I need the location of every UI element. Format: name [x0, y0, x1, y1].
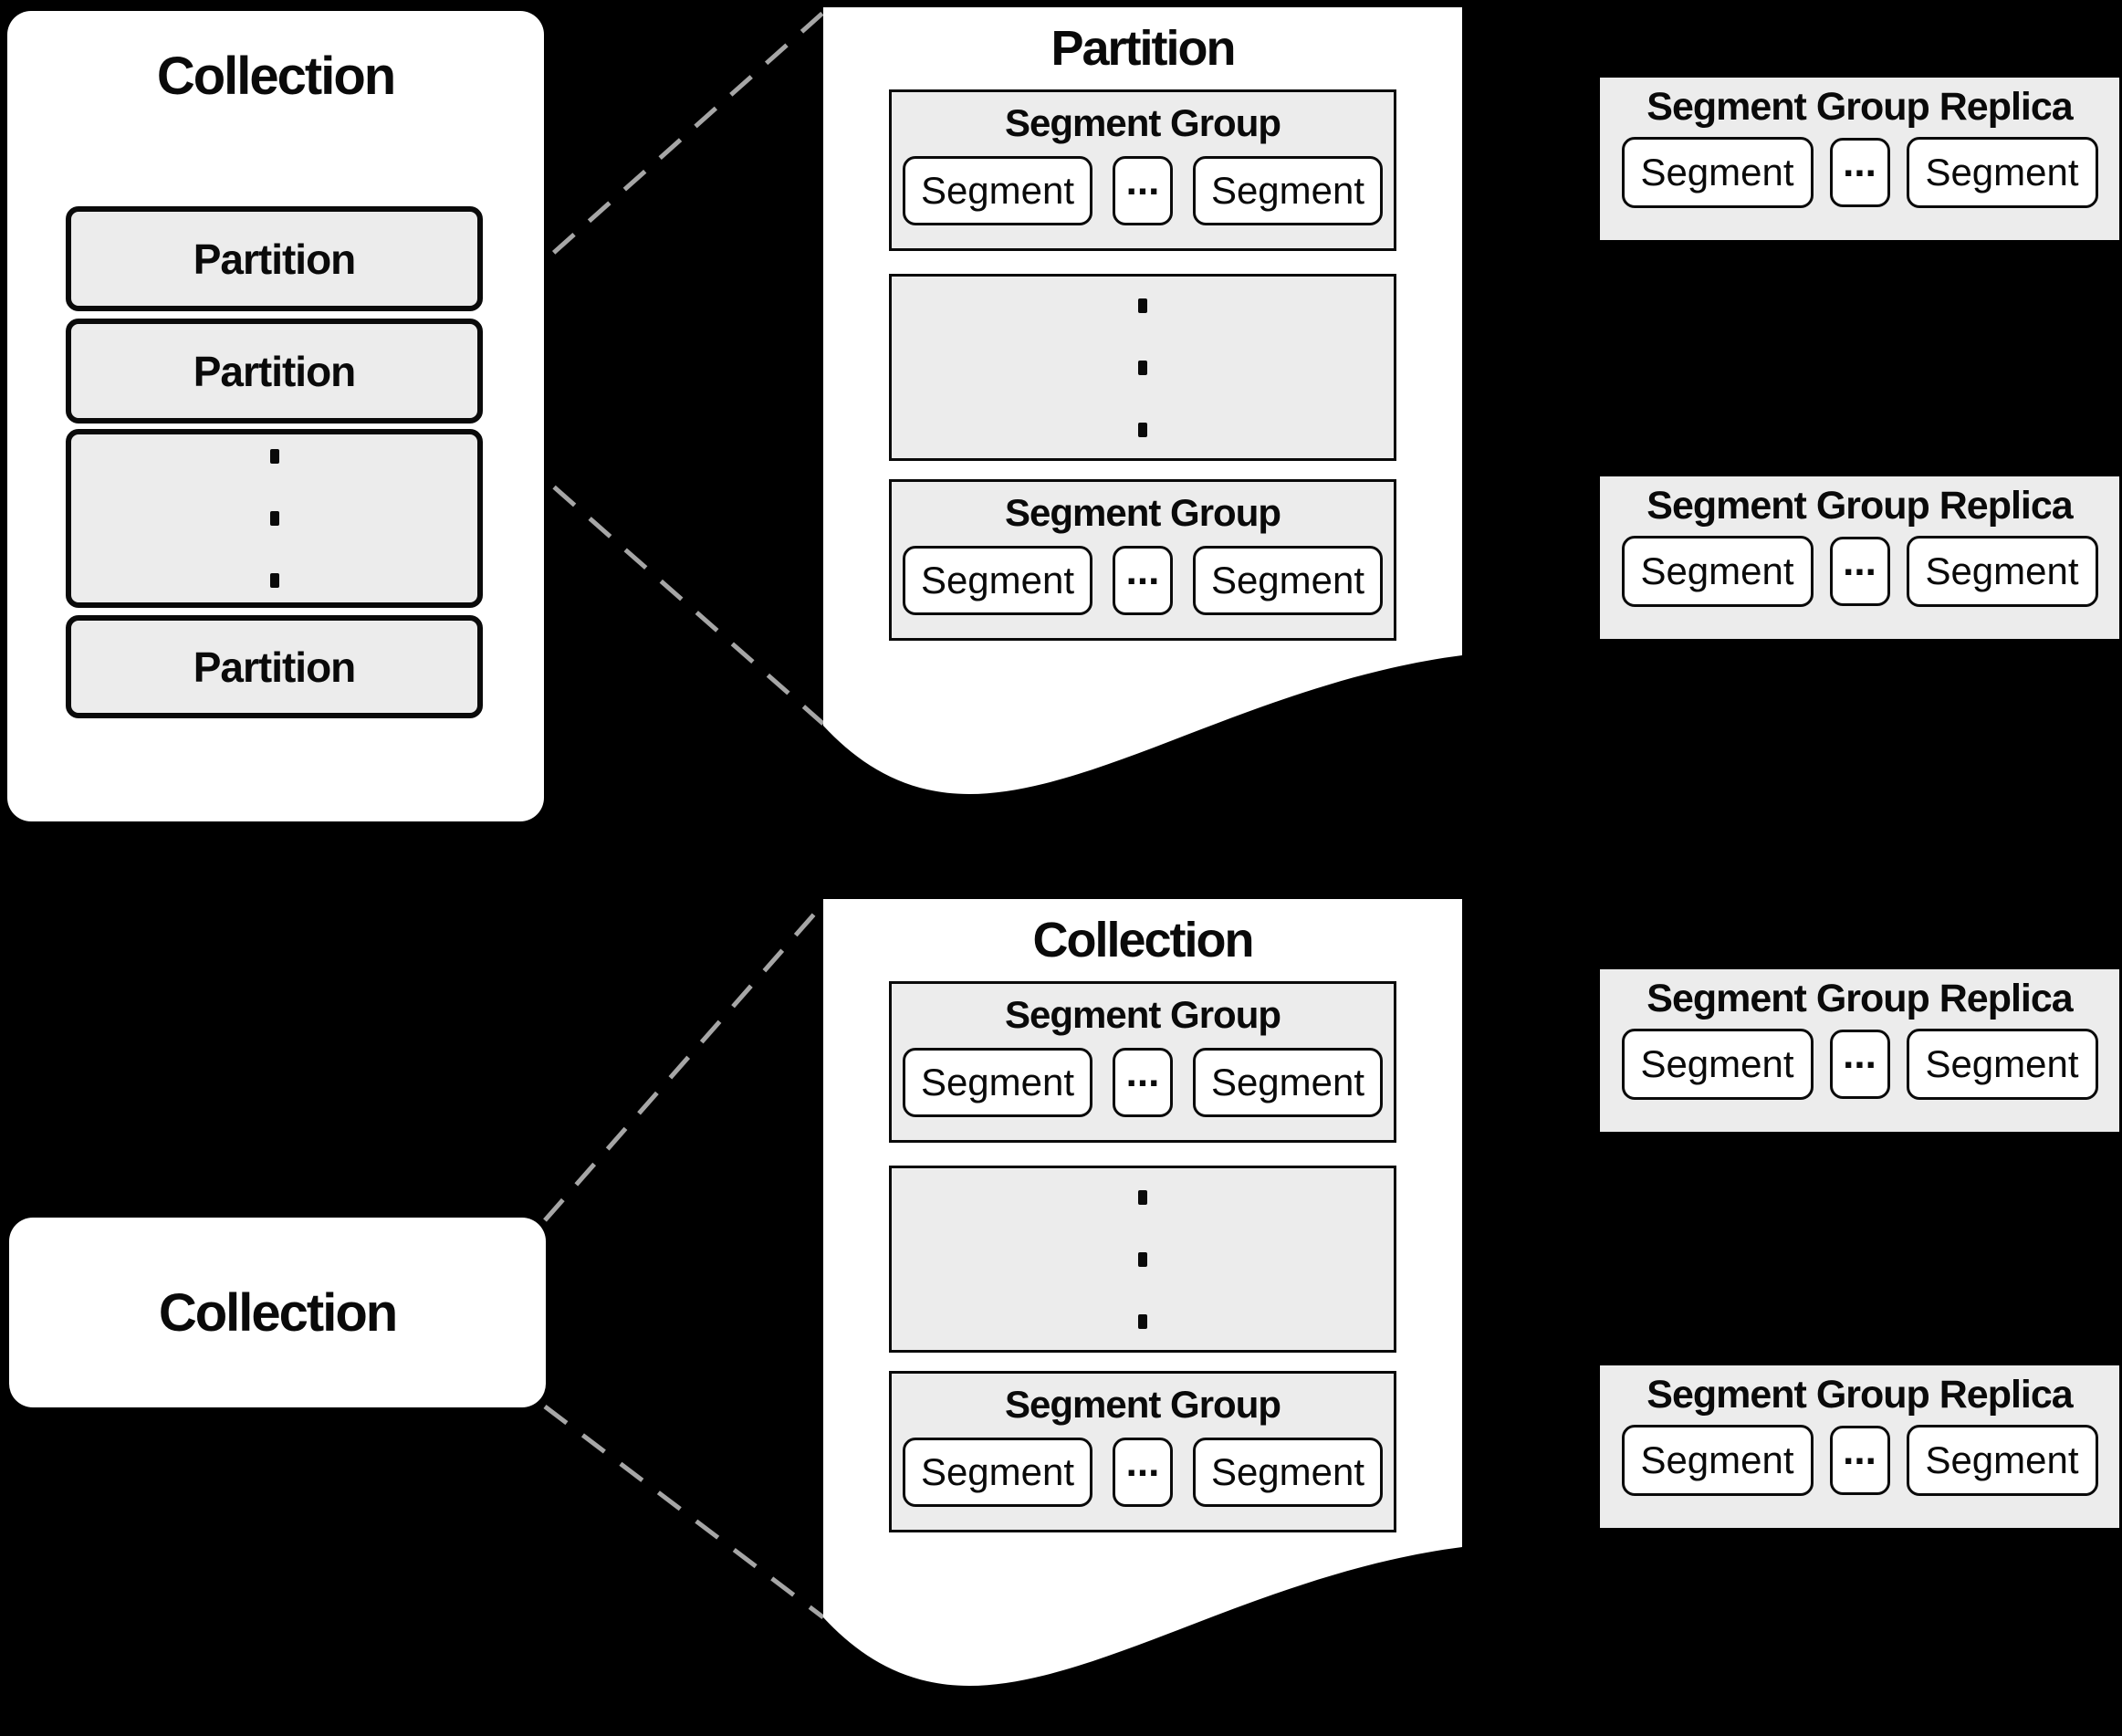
- dashed-connector-bottom-upper: [543, 900, 827, 1222]
- segment-box: Segment: [903, 1048, 1092, 1117]
- segment-box: Segment: [1906, 1029, 2098, 1100]
- segment-box: Segment: [903, 1438, 1092, 1507]
- vertical-ellipsis-icon: [892, 277, 1394, 458]
- ellipsis-box: ...: [1829, 1030, 1890, 1099]
- replica-title: Segment Group Replica: [1646, 85, 2073, 129]
- ellipsis-label: ...: [1125, 1051, 1160, 1095]
- ellipsis-box: ...: [1113, 546, 1173, 615]
- segment-group-ellipsis-box: [889, 1166, 1396, 1353]
- segment-row: Segment ... Segment: [892, 1438, 1394, 1507]
- segment-row: Segment ... Segment: [1600, 137, 2119, 208]
- segment-group-ellipsis-box: [889, 274, 1396, 461]
- segment-box: Segment: [1193, 546, 1383, 615]
- segment-box: Segment: [1193, 1048, 1383, 1117]
- ellipsis-dot: [1138, 1189, 1147, 1205]
- segment-box: Segment: [1621, 1029, 1814, 1100]
- segment-box: Segment: [1906, 1425, 2098, 1496]
- ellipsis-dot: [269, 573, 279, 588]
- ellipsis-box: ...: [1113, 1438, 1173, 1507]
- segment-row: Segment ... Segment: [1600, 1029, 2119, 1100]
- ellipsis-label: ...: [1125, 159, 1160, 204]
- replica-title: Segment Group Replica: [1646, 977, 2073, 1020]
- collection-card-top: Collection Partition Partition Partition: [7, 11, 544, 821]
- segment-box: Segment: [1906, 536, 2098, 607]
- segment-group-replica-box: Segment Group Replica Segment ... Segmen…: [1600, 969, 2119, 1132]
- ellipsis-dot: [269, 449, 279, 464]
- segment-box: Segment: [1193, 1438, 1383, 1507]
- collection-document: Collection Segment Group Segment ... Seg…: [823, 899, 1462, 1702]
- ellipsis-label: ...: [1843, 1032, 1876, 1077]
- segment-box: Segment: [1906, 137, 2098, 208]
- segment-box: Segment: [903, 546, 1092, 615]
- replica-title: Segment Group Replica: [1646, 484, 2073, 528]
- collection-card-title: Collection: [158, 1282, 398, 1343]
- replica-title: Segment Group Replica: [1646, 1373, 2073, 1417]
- ellipsis-box: ...: [1829, 138, 1890, 207]
- segment-group-replica-box: Segment Group Replica Segment ... Segmen…: [1600, 78, 2119, 240]
- dashed-connector-top-upper: [481, 9, 827, 318]
- segment-row: Segment ... Segment: [1600, 536, 2119, 607]
- ellipsis-label: ...: [1125, 1440, 1160, 1485]
- segment-box: Segment: [1193, 156, 1383, 225]
- dashed-connector-bottom-lower: [543, 1405, 825, 1619]
- ellipsis-dot: [1138, 1313, 1147, 1329]
- partition-document: Partition Segment Group Segment ... Segm…: [823, 7, 1462, 810]
- ellipsis-dot: [1138, 360, 1147, 375]
- segment-group-replica-box: Segment Group Replica Segment ... Segmen…: [1600, 1365, 2119, 1528]
- segment-row: Segment ... Segment: [1600, 1425, 2119, 1496]
- segment-row: Segment ... Segment: [892, 1048, 1394, 1117]
- segment-group-box: Segment Group Segment ... Segment: [889, 479, 1396, 641]
- ellipsis-dot: [1138, 1251, 1147, 1267]
- segment-group-title: Segment Group: [1004, 101, 1281, 144]
- segment-group-title: Segment Group: [1004, 993, 1281, 1036]
- vertical-ellipsis-icon: [71, 434, 477, 602]
- ellipsis-box: ...: [1113, 156, 1173, 225]
- partition-box-3: Partition: [66, 615, 483, 718]
- partition-label: Partition: [193, 643, 357, 691]
- ellipsis-box: ...: [1829, 537, 1890, 606]
- partition-box-2: Partition: [66, 319, 483, 424]
- segment-box: Segment: [1621, 536, 1814, 607]
- collection-card-title: Collection: [156, 47, 396, 106]
- ellipsis-dot: [1138, 298, 1147, 313]
- partition-box-1: Partition: [66, 206, 483, 311]
- collection-card-bottom: Collection: [9, 1218, 546, 1407]
- ellipsis-label: ...: [1843, 1428, 1876, 1473]
- segment-group-title: Segment Group: [1004, 1383, 1281, 1426]
- ellipsis-label: ...: [1843, 539, 1876, 584]
- partition-ellipsis-box: [66, 429, 483, 608]
- ellipsis-box: ...: [1829, 1426, 1890, 1495]
- partition-label: Partition: [193, 347, 357, 395]
- ellipsis-label: ...: [1125, 549, 1160, 593]
- segment-box: Segment: [903, 156, 1092, 225]
- partition-label: Partition: [193, 235, 357, 283]
- document-title: Partition: [1051, 21, 1236, 76]
- document-title: Collection: [1032, 913, 1254, 967]
- segment-group-box: Segment Group Segment ... Segment: [889, 1371, 1396, 1532]
- segment-row: Segment ... Segment: [892, 156, 1394, 225]
- ellipsis-dot: [1138, 422, 1147, 437]
- ellipsis-dot: [269, 511, 279, 526]
- segment-group-replica-box: Segment Group Replica Segment ... Segmen…: [1600, 476, 2119, 639]
- ellipsis-box: ...: [1113, 1048, 1173, 1117]
- segment-group-box: Segment Group Segment ... Segment: [889, 981, 1396, 1143]
- vertical-ellipsis-icon: [892, 1168, 1394, 1350]
- segment-row: Segment ... Segment: [892, 546, 1394, 615]
- segment-group-title: Segment Group: [1004, 491, 1281, 534]
- ellipsis-label: ...: [1843, 141, 1876, 185]
- segment-box: Segment: [1621, 1425, 1814, 1496]
- segment-box: Segment: [1621, 137, 1814, 208]
- segment-group-box: Segment Group Segment ... Segment: [889, 89, 1396, 251]
